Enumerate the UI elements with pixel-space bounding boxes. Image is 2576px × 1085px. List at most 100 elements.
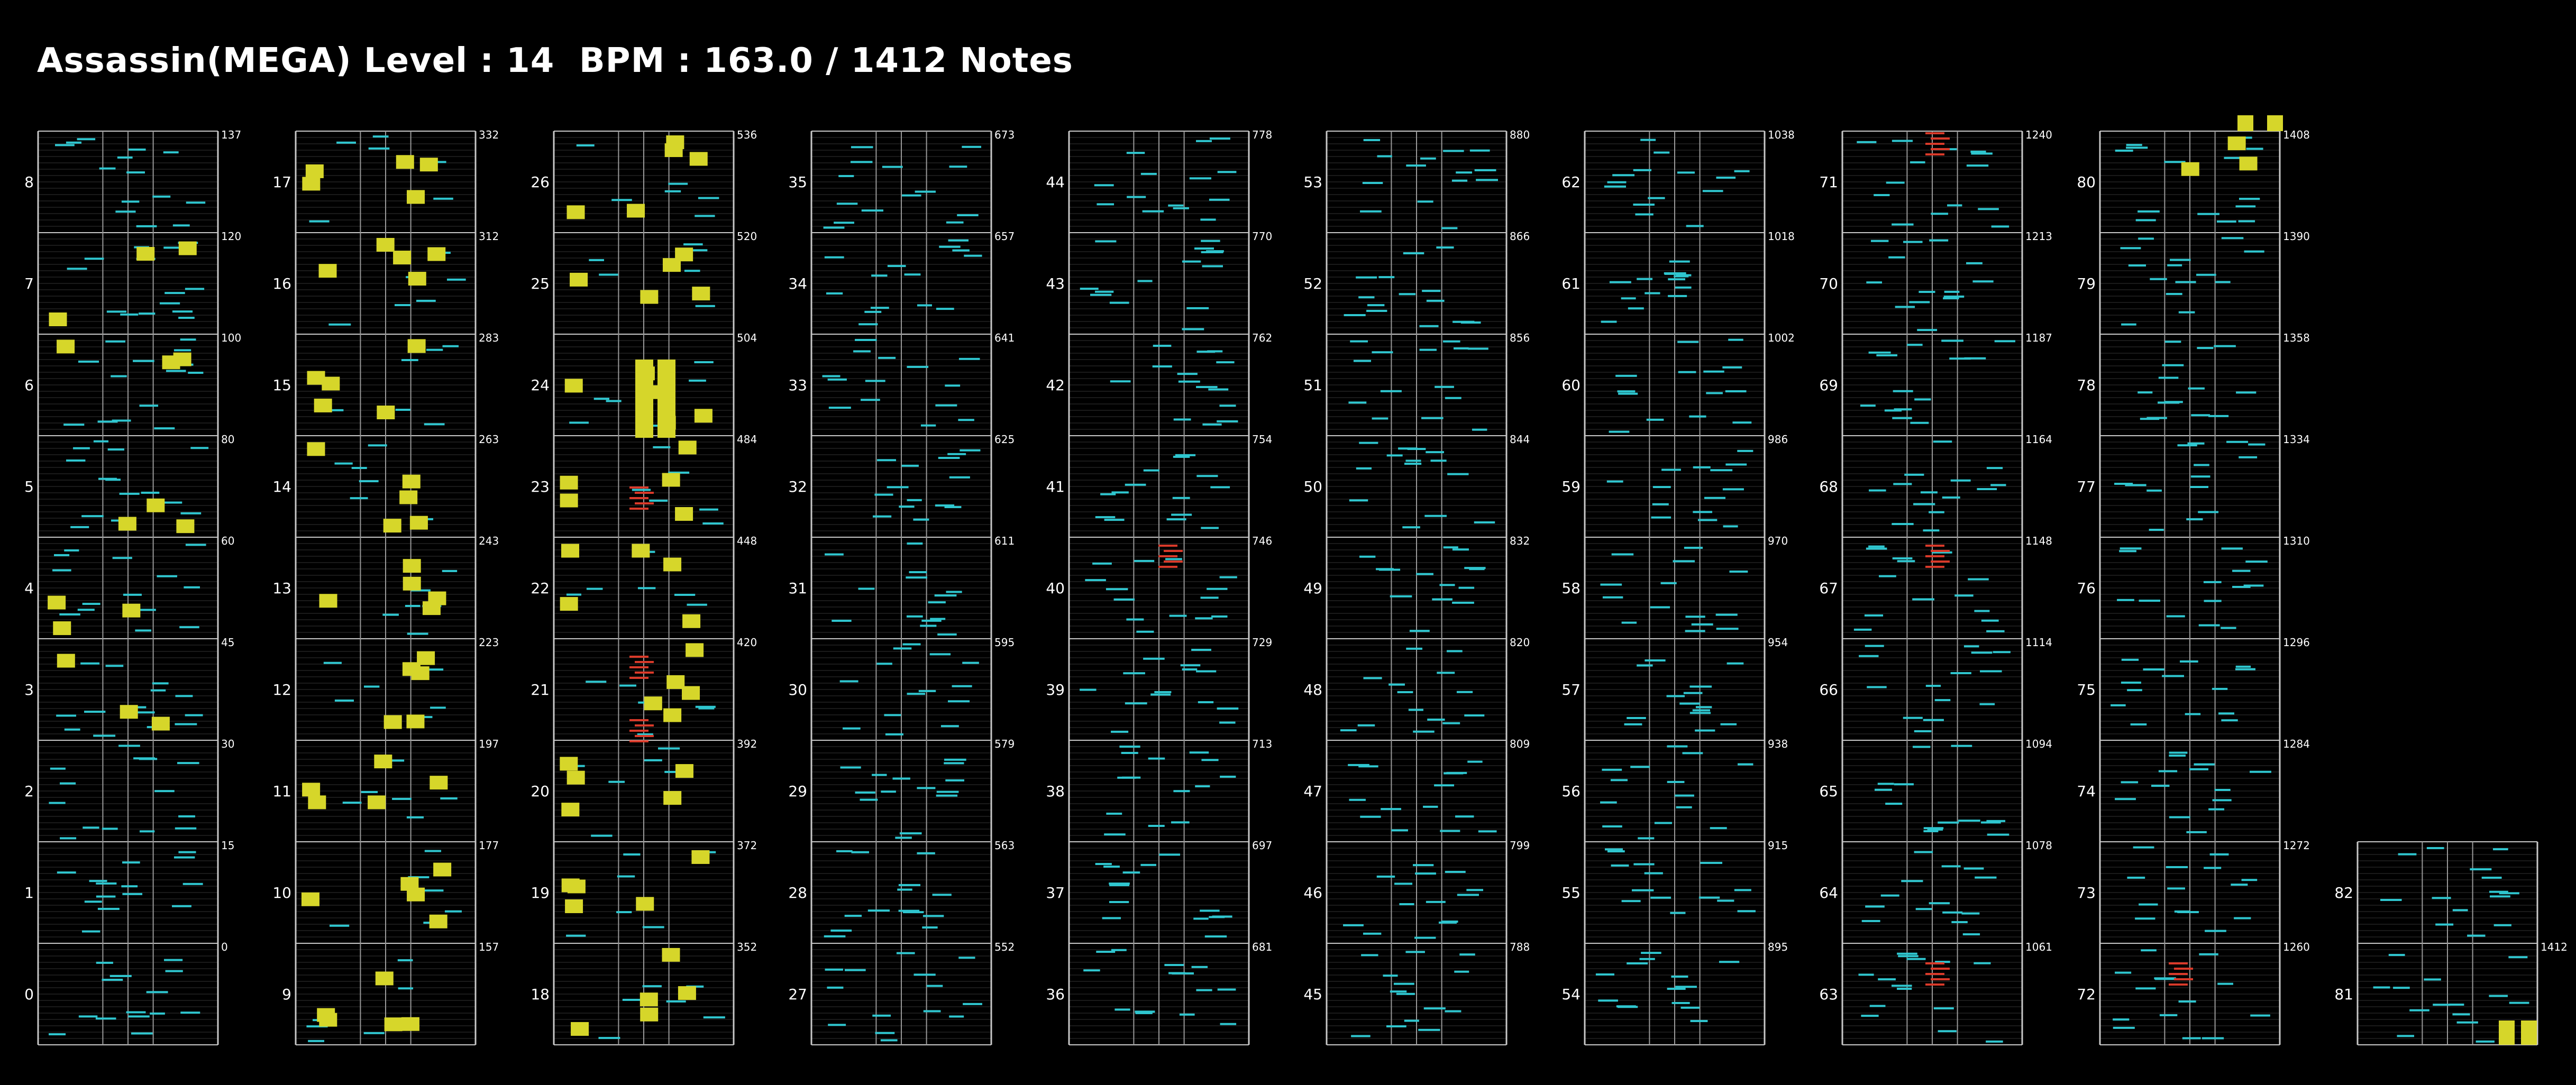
slide-note [2169, 973, 2188, 975]
tap-note [2388, 954, 2405, 957]
tap-note [1397, 691, 1413, 694]
tap-note [1716, 628, 1739, 630]
tap-note [2470, 868, 2492, 871]
tap-note [1722, 488, 1744, 491]
measure-number: 43 [1046, 275, 1065, 292]
tap-note [1710, 469, 1733, 472]
tap-note [154, 427, 175, 430]
hold-note [428, 591, 446, 605]
tap-note [182, 882, 203, 885]
hold-note [662, 258, 681, 272]
tap-note [1134, 559, 1155, 562]
tap-note [2162, 675, 2184, 677]
hold-note [2499, 1020, 2515, 1045]
tap-note [936, 308, 954, 310]
tap-note [836, 203, 858, 205]
tap-note [844, 969, 866, 971]
tap-note [154, 790, 175, 793]
tap-note [907, 542, 923, 545]
tap-note [1734, 170, 1750, 172]
tap-note [948, 239, 969, 242]
tap-note [1866, 281, 1883, 284]
measure-number: 38 [1046, 783, 1065, 800]
hold-note [402, 662, 421, 676]
note-count-label: 1240 [2025, 128, 2052, 141]
tap-note [2188, 387, 2205, 390]
tap-note [442, 345, 459, 347]
tap-note [1964, 357, 1986, 360]
tap-note [1195, 785, 1210, 788]
measure-number: 6 [24, 376, 34, 394]
tap-note [2209, 853, 2229, 856]
tap-note [1403, 252, 1424, 255]
tap-note [2218, 712, 2235, 715]
hold-note [374, 755, 392, 769]
measure-number: 50 [1303, 478, 1322, 495]
tap-note [964, 254, 982, 257]
slide-note [2174, 978, 2193, 980]
tap-note [2158, 401, 2180, 404]
tap-note [1111, 730, 1129, 733]
tap-note [188, 371, 204, 374]
tap-note [2170, 259, 2191, 261]
hold-note [318, 264, 337, 278]
tap-note [617, 875, 635, 878]
measure-number: 60 [1561, 376, 1581, 394]
tap-note [424, 423, 445, 426]
tap-note [1941, 865, 1961, 868]
tap-note [1451, 179, 1468, 182]
measure-number: 57 [1561, 681, 1581, 698]
tap-note [958, 957, 975, 959]
tap-note [1909, 301, 1930, 304]
tap-note [2194, 464, 2209, 466]
tap-note [97, 907, 120, 910]
tap-note [2119, 550, 2136, 553]
hold-note [561, 803, 580, 817]
slide-note [1931, 978, 1950, 980]
tap-note [309, 220, 330, 223]
tap-note [1977, 488, 1997, 491]
measure-number: 17 [272, 173, 291, 191]
measure-number: 48 [1303, 681, 1322, 698]
tap-note [336, 141, 356, 144]
tap-note [1359, 442, 1378, 444]
tap-note [2189, 768, 2209, 770]
tap-note [1963, 645, 1979, 648]
measure-number: 13 [272, 580, 291, 597]
tap-note [118, 744, 140, 747]
note-count-label: 641 [994, 332, 1015, 344]
tap-note [1664, 272, 1685, 275]
tap-note [1408, 709, 1423, 711]
tap-note [1126, 152, 1145, 154]
measure-number: 1 [24, 884, 34, 902]
tap-note [112, 419, 131, 422]
tap-note [1974, 610, 1990, 612]
tap-note [150, 689, 166, 692]
tap-note [1639, 958, 1655, 960]
tap-note [1689, 712, 1711, 714]
hold-note [396, 155, 414, 169]
hold-note [682, 614, 701, 628]
tap-note [1897, 560, 1915, 563]
tap-note [1193, 917, 1209, 920]
hold-note [48, 595, 66, 610]
tap-note [1693, 466, 1711, 468]
slide-note [1925, 983, 1944, 986]
tap-note [1878, 575, 1896, 577]
tap-note [1440, 830, 1460, 832]
tap-note [2231, 884, 2248, 886]
tap-note [1738, 763, 1753, 766]
tap-note [1110, 380, 1131, 383]
measure-number: 75 [2077, 681, 2096, 698]
tap-note [64, 728, 80, 731]
tap-note [1109, 884, 1129, 887]
slide-note [1925, 545, 1944, 547]
note-count-label: 45 [221, 636, 234, 649]
measure-number: 39 [1046, 681, 1065, 698]
tap-note [1698, 896, 1720, 899]
tap-note [424, 850, 442, 852]
slide-note [629, 656, 648, 658]
tap-note [1423, 805, 1438, 808]
tap-note [2169, 816, 2190, 819]
